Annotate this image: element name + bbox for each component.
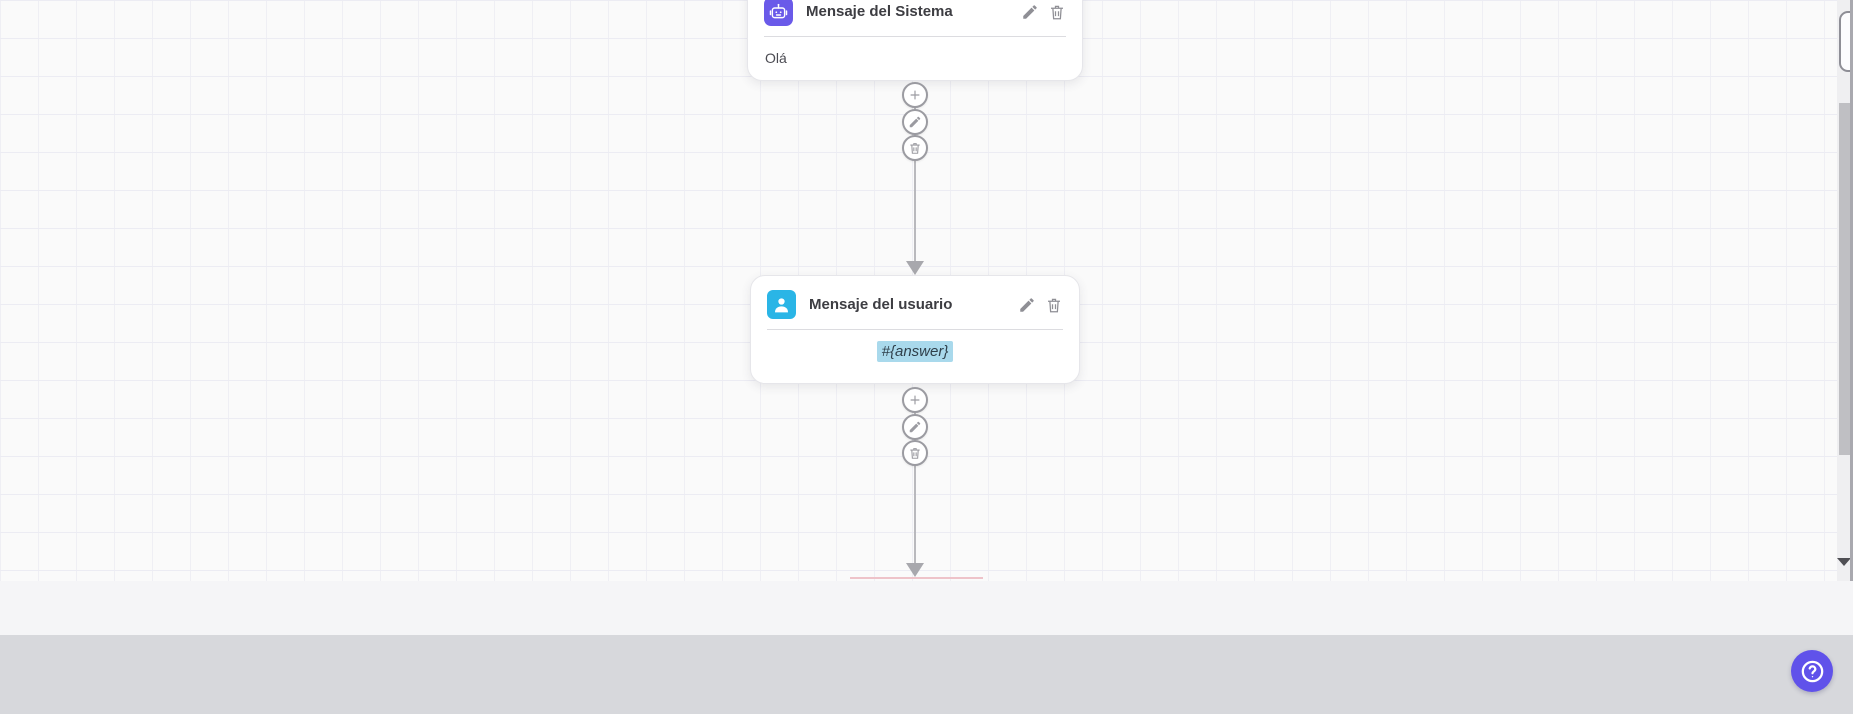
flow-arrowhead-icon (906, 261, 924, 275)
pencil-icon[interactable] (902, 414, 928, 440)
question-icon (1799, 658, 1826, 685)
node-header: Mensaje del usuario (751, 276, 1079, 319)
next-node-peek (850, 577, 983, 579)
user-icon (767, 290, 796, 319)
plus-icon[interactable] (902, 387, 928, 413)
help-button[interactable] (1791, 650, 1833, 692)
plus-icon[interactable] (902, 82, 928, 108)
scrollbar-thumb[interactable] (1839, 103, 1850, 455)
canvas-control-box[interactable] (1839, 11, 1853, 72)
pencil-icon[interactable] (1021, 3, 1039, 21)
flow-canvas[interactable]: Mensaje del Sistema Olá (0, 0, 1853, 581)
node-divider (767, 329, 1063, 330)
pencil-icon[interactable] (1018, 296, 1036, 314)
node-body: #{answer} (751, 330, 1079, 376)
window-right-edge (1850, 0, 1853, 714)
bottom-toolbar: Editar Apariencia Recargar (0, 635, 1853, 714)
node-card-user-message[interactable]: Mensaje del usuario #{answer} (750, 275, 1080, 384)
scroll-down-icon[interactable] (1837, 558, 1851, 566)
node-title: Mensaje del Sistema (806, 3, 953, 20)
trash-icon[interactable] (1048, 3, 1066, 21)
answer-variable[interactable]: #{answer} (876, 341, 954, 362)
node-divider (764, 36, 1066, 37)
trash-icon[interactable] (902, 440, 928, 466)
trash-icon[interactable] (902, 135, 928, 161)
flow-connector-line (914, 400, 916, 564)
trash-icon[interactable] (1045, 296, 1063, 314)
node-card-system-message[interactable]: Mensaje del Sistema Olá (747, 0, 1083, 81)
robot-icon (764, 0, 793, 26)
node-header: Mensaje del Sistema (748, 0, 1082, 26)
canvas-bottom-band (0, 581, 1853, 635)
node-body: Olá (765, 50, 787, 66)
flow-connector-line (914, 95, 916, 262)
flow-arrowhead-icon (906, 563, 924, 577)
pencil-icon[interactable] (902, 109, 928, 135)
node-title: Mensaje del usuario (809, 296, 953, 313)
